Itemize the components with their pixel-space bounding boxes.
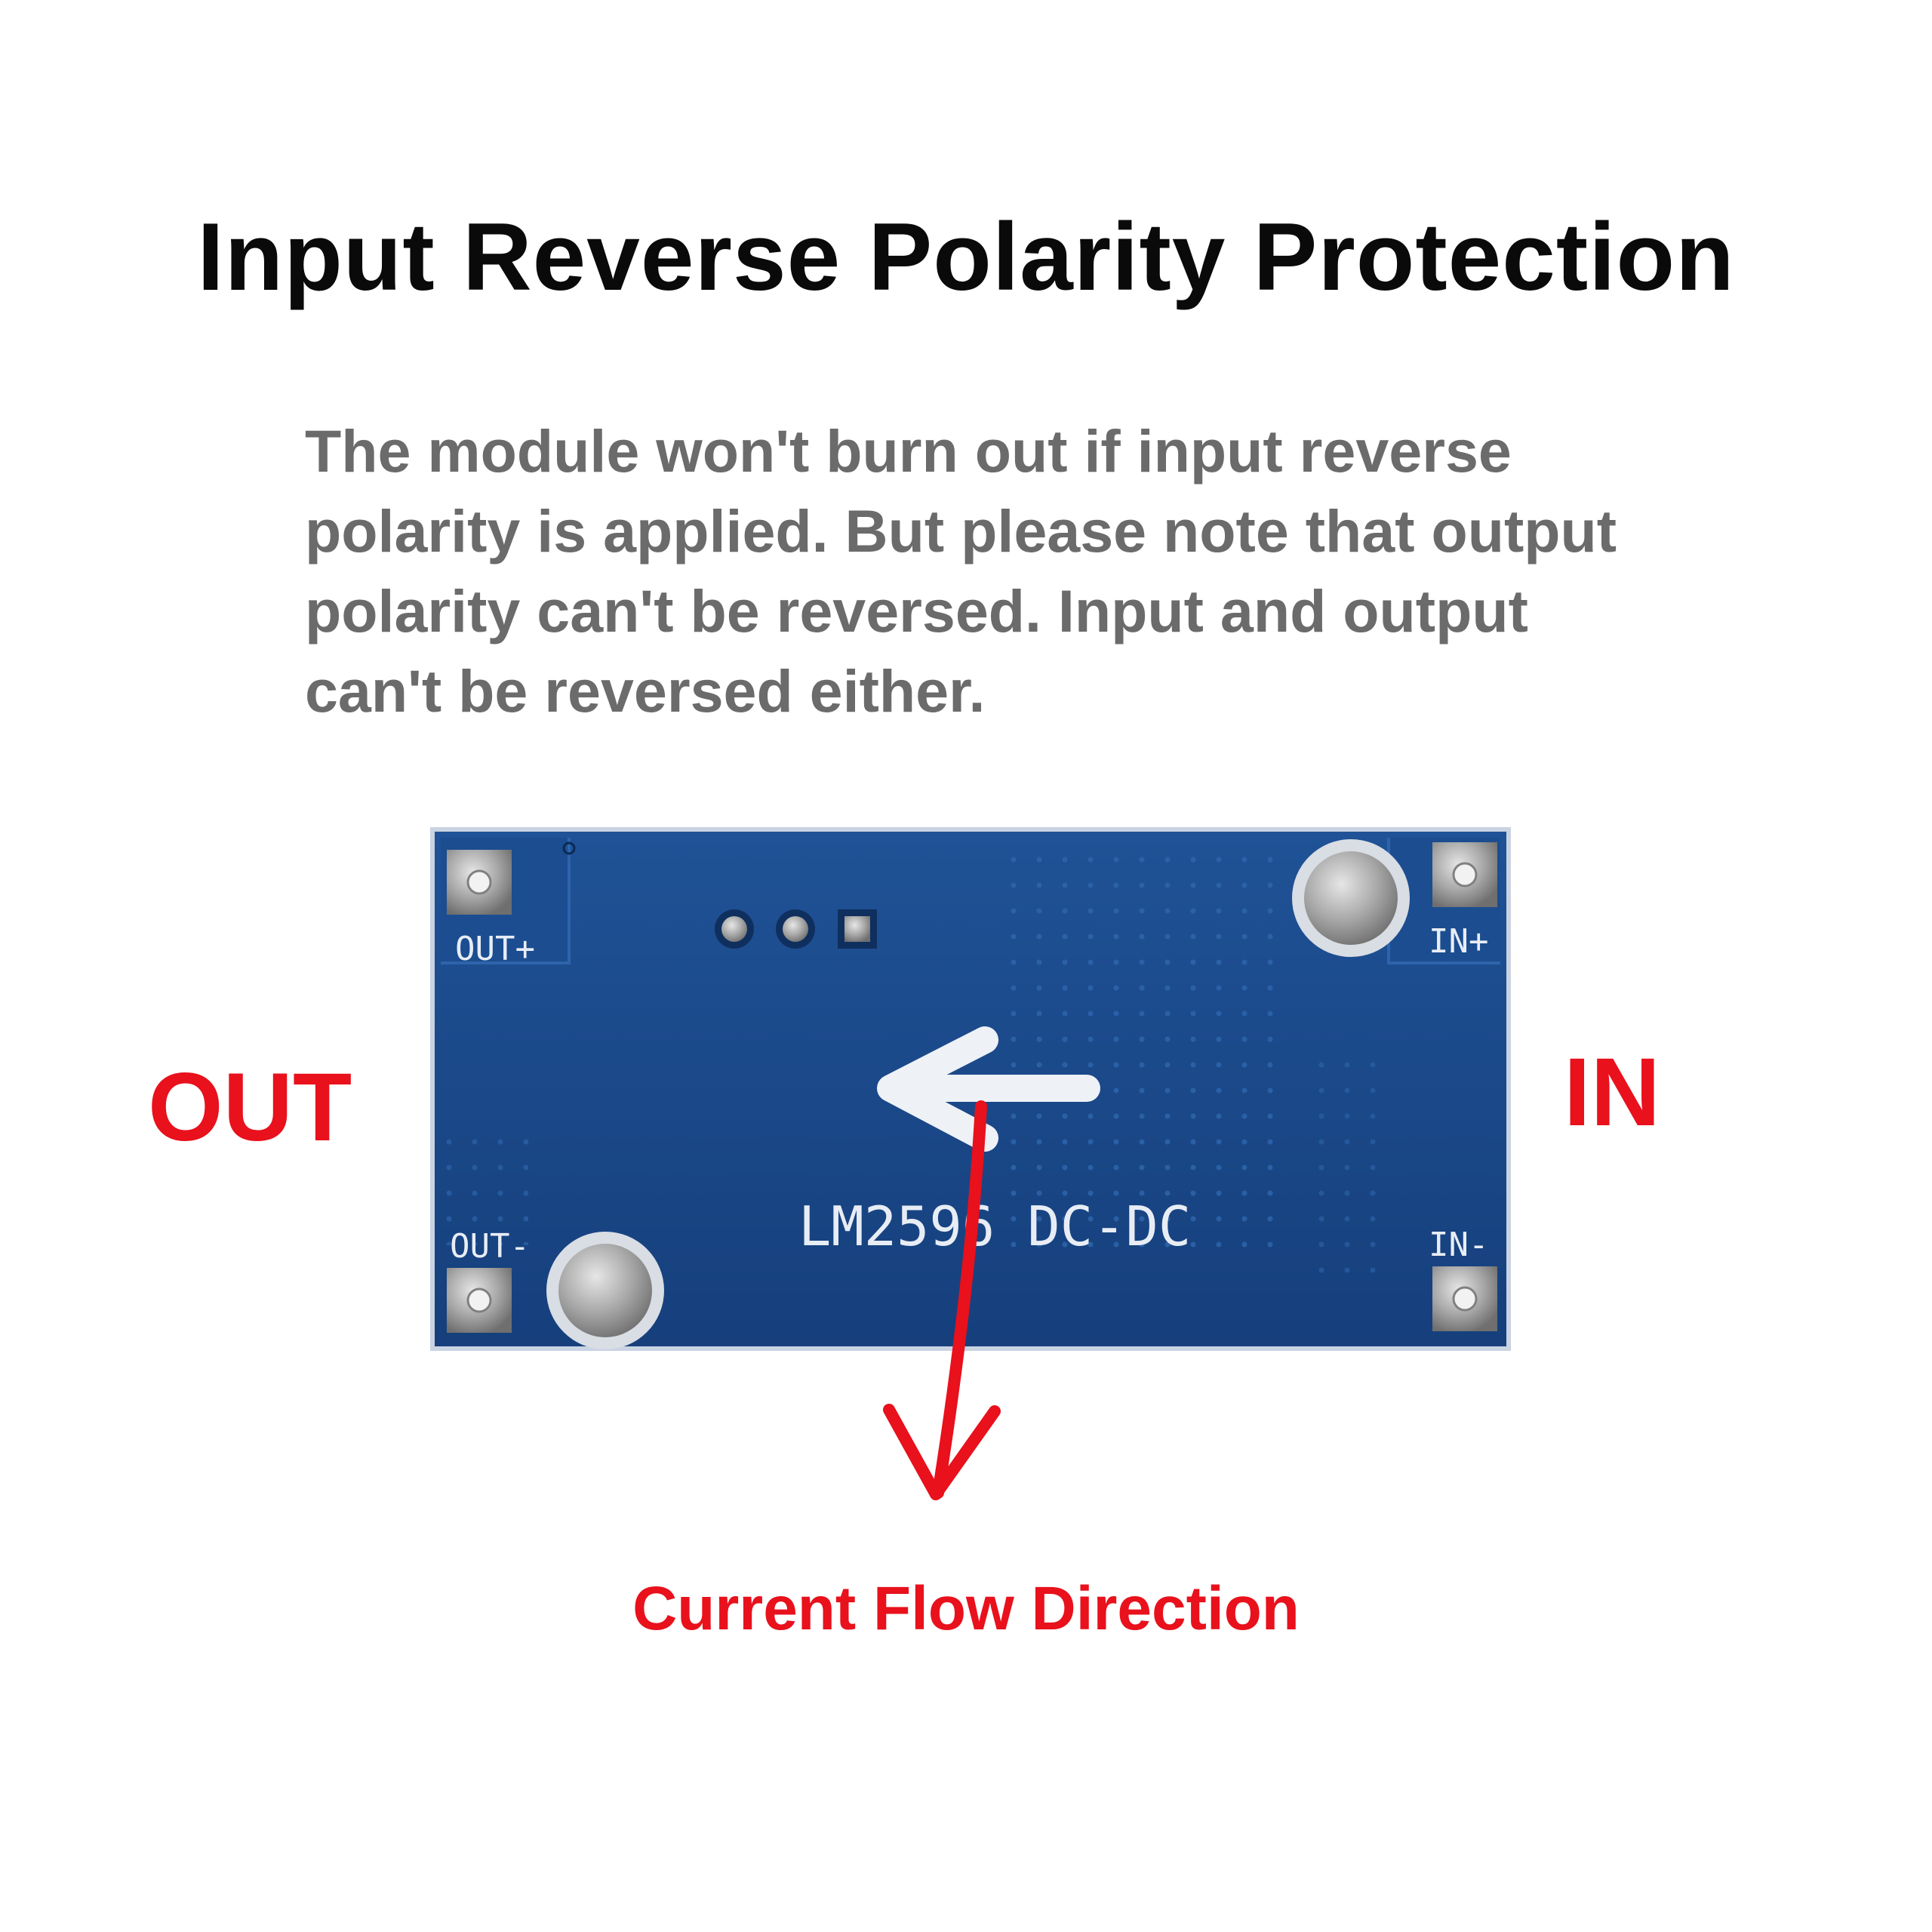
silk-out-minus: OUT- (450, 1227, 530, 1266)
description: The module won't burn out if input rever… (305, 411, 1784, 731)
silk-in-plus: IN+ (1429, 922, 1488, 961)
pin-header (715, 909, 877, 949)
silk-in-minus: IN- (1429, 1226, 1488, 1264)
via-field (1298, 1057, 1389, 1283)
pad-in-minus (1432, 1266, 1497, 1331)
large-pad-out (546, 1232, 664, 1349)
out-label: OUT (148, 1054, 352, 1161)
page-title: Input Reverse Polarity Protection (197, 203, 1735, 310)
description-line: polarity can't be reversed. Input and ou… (305, 577, 1528, 645)
silk-out-plus: OUT+ (455, 930, 535, 968)
large-pad-in (1292, 839, 1410, 957)
pad-out-plus (447, 850, 512, 915)
silk-outline (441, 838, 571, 964)
description-line: polarity is applied. But please note tha… (305, 497, 1617, 565)
pad-out-minus (447, 1268, 512, 1333)
via-field (996, 845, 1283, 1253)
in-label: IN (1564, 1038, 1660, 1146)
silk-arrow-icon (877, 1026, 1100, 1152)
pad-in-plus (1432, 842, 1497, 907)
via-field (445, 1132, 528, 1245)
fiducial (562, 841, 576, 855)
description-line: The module won't burn out if input rever… (305, 417, 1512, 485)
description-line: can't be reversed either. (305, 657, 986, 724)
silk-part-number: LM2596 DC-DC (798, 1195, 1191, 1258)
current-flow-caption: Current Flow Direction (632, 1574, 1300, 1643)
current-flow-arrow-icon (883, 1100, 1001, 1500)
